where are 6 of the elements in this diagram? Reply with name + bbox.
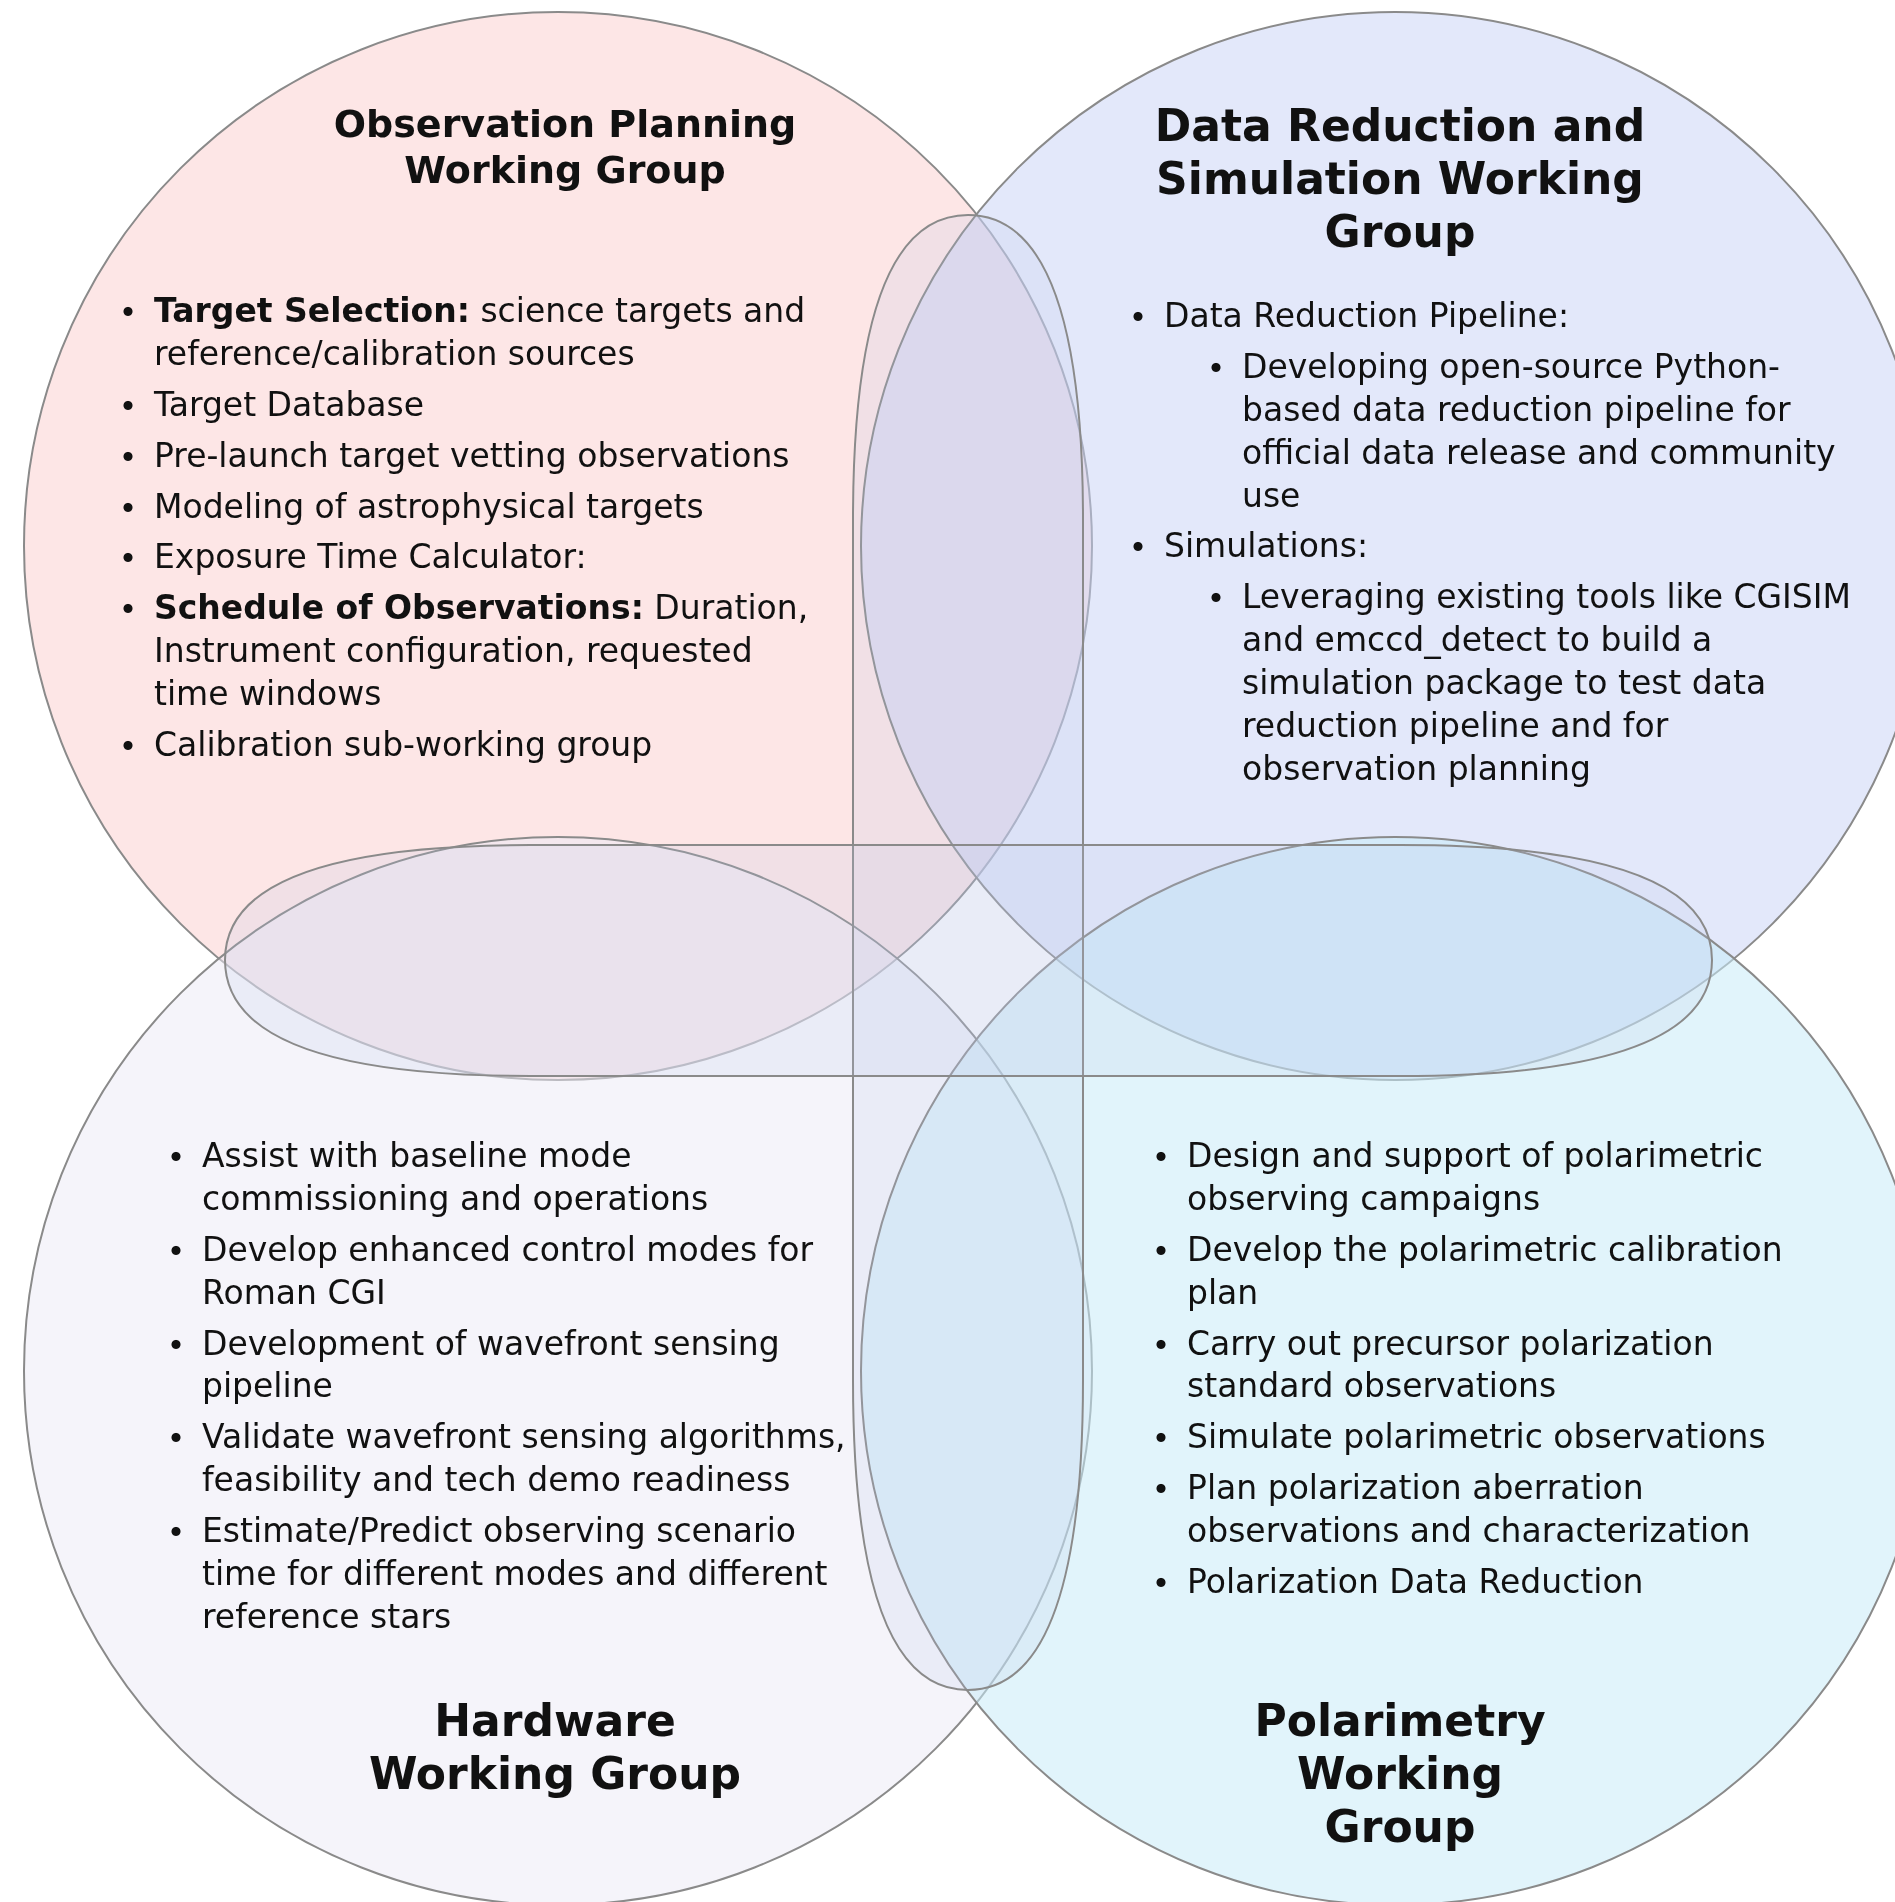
group-heading: Data Reduction and Simulation Working Group	[1153, 100, 1647, 259]
group-heading: Polarimetry Working Group	[1253, 1695, 1547, 1854]
overlap-band	[852, 214, 1084, 1691]
overlap-band	[224, 844, 1713, 1077]
group-heading: Observation Planning Working Group	[332, 102, 798, 194]
group-heading: Hardware Working Group	[367, 1695, 743, 1801]
